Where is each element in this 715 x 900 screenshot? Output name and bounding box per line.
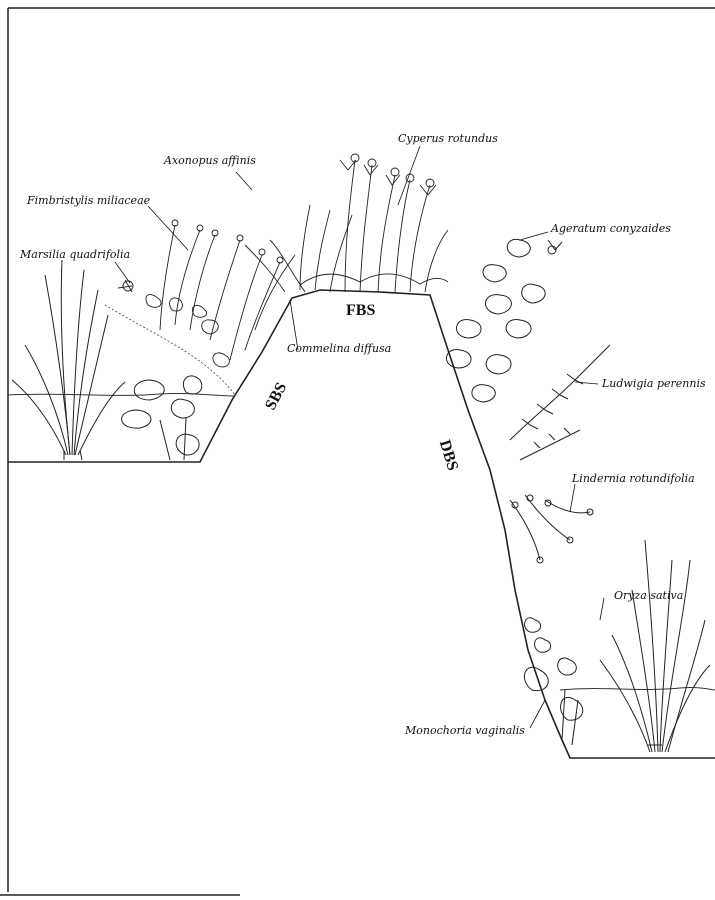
label-axonopus-affinis: Axonopus affinis	[164, 154, 256, 167]
label-commelina-diffusa: Commelina diffusa	[287, 342, 391, 355]
left-slope-weeds	[118, 220, 295, 367]
zone-label-fbs: FBS	[346, 302, 375, 320]
bund-top-vegetation	[245, 154, 448, 292]
label-monochoria-vaginalis: Monochoria vaginalis	[405, 724, 525, 737]
label-lindernia-rotundifolia: Lindernia rotundifolia	[572, 472, 695, 485]
marsilia-grass-clump	[12, 260, 125, 460]
right-slope-leaves	[446, 239, 610, 460]
left-water-line	[8, 393, 235, 396]
label-marsilia-quadrifolia: Marsilia quadrifolia	[20, 248, 130, 261]
lower-right-slope-plants	[510, 495, 593, 745]
bund-profile	[8, 290, 715, 758]
oryza-clump	[600, 540, 710, 752]
label-fimbristylis-miliaceae: Fimbristylis miliaceae	[27, 194, 150, 207]
label-ludwigia-perennis: Ludwigia perennis	[602, 377, 706, 390]
label-oryza-sativa: Oryza sativa	[614, 589, 683, 602]
label-cyperus-rotundus: Cyperus rotundus	[398, 132, 498, 145]
left-field-leaves	[122, 376, 202, 460]
label-ageratum-conyzaides: Ageratum conyzaides	[551, 222, 671, 235]
leader-lines	[115, 146, 604, 728]
page-border	[0, 8, 715, 895]
